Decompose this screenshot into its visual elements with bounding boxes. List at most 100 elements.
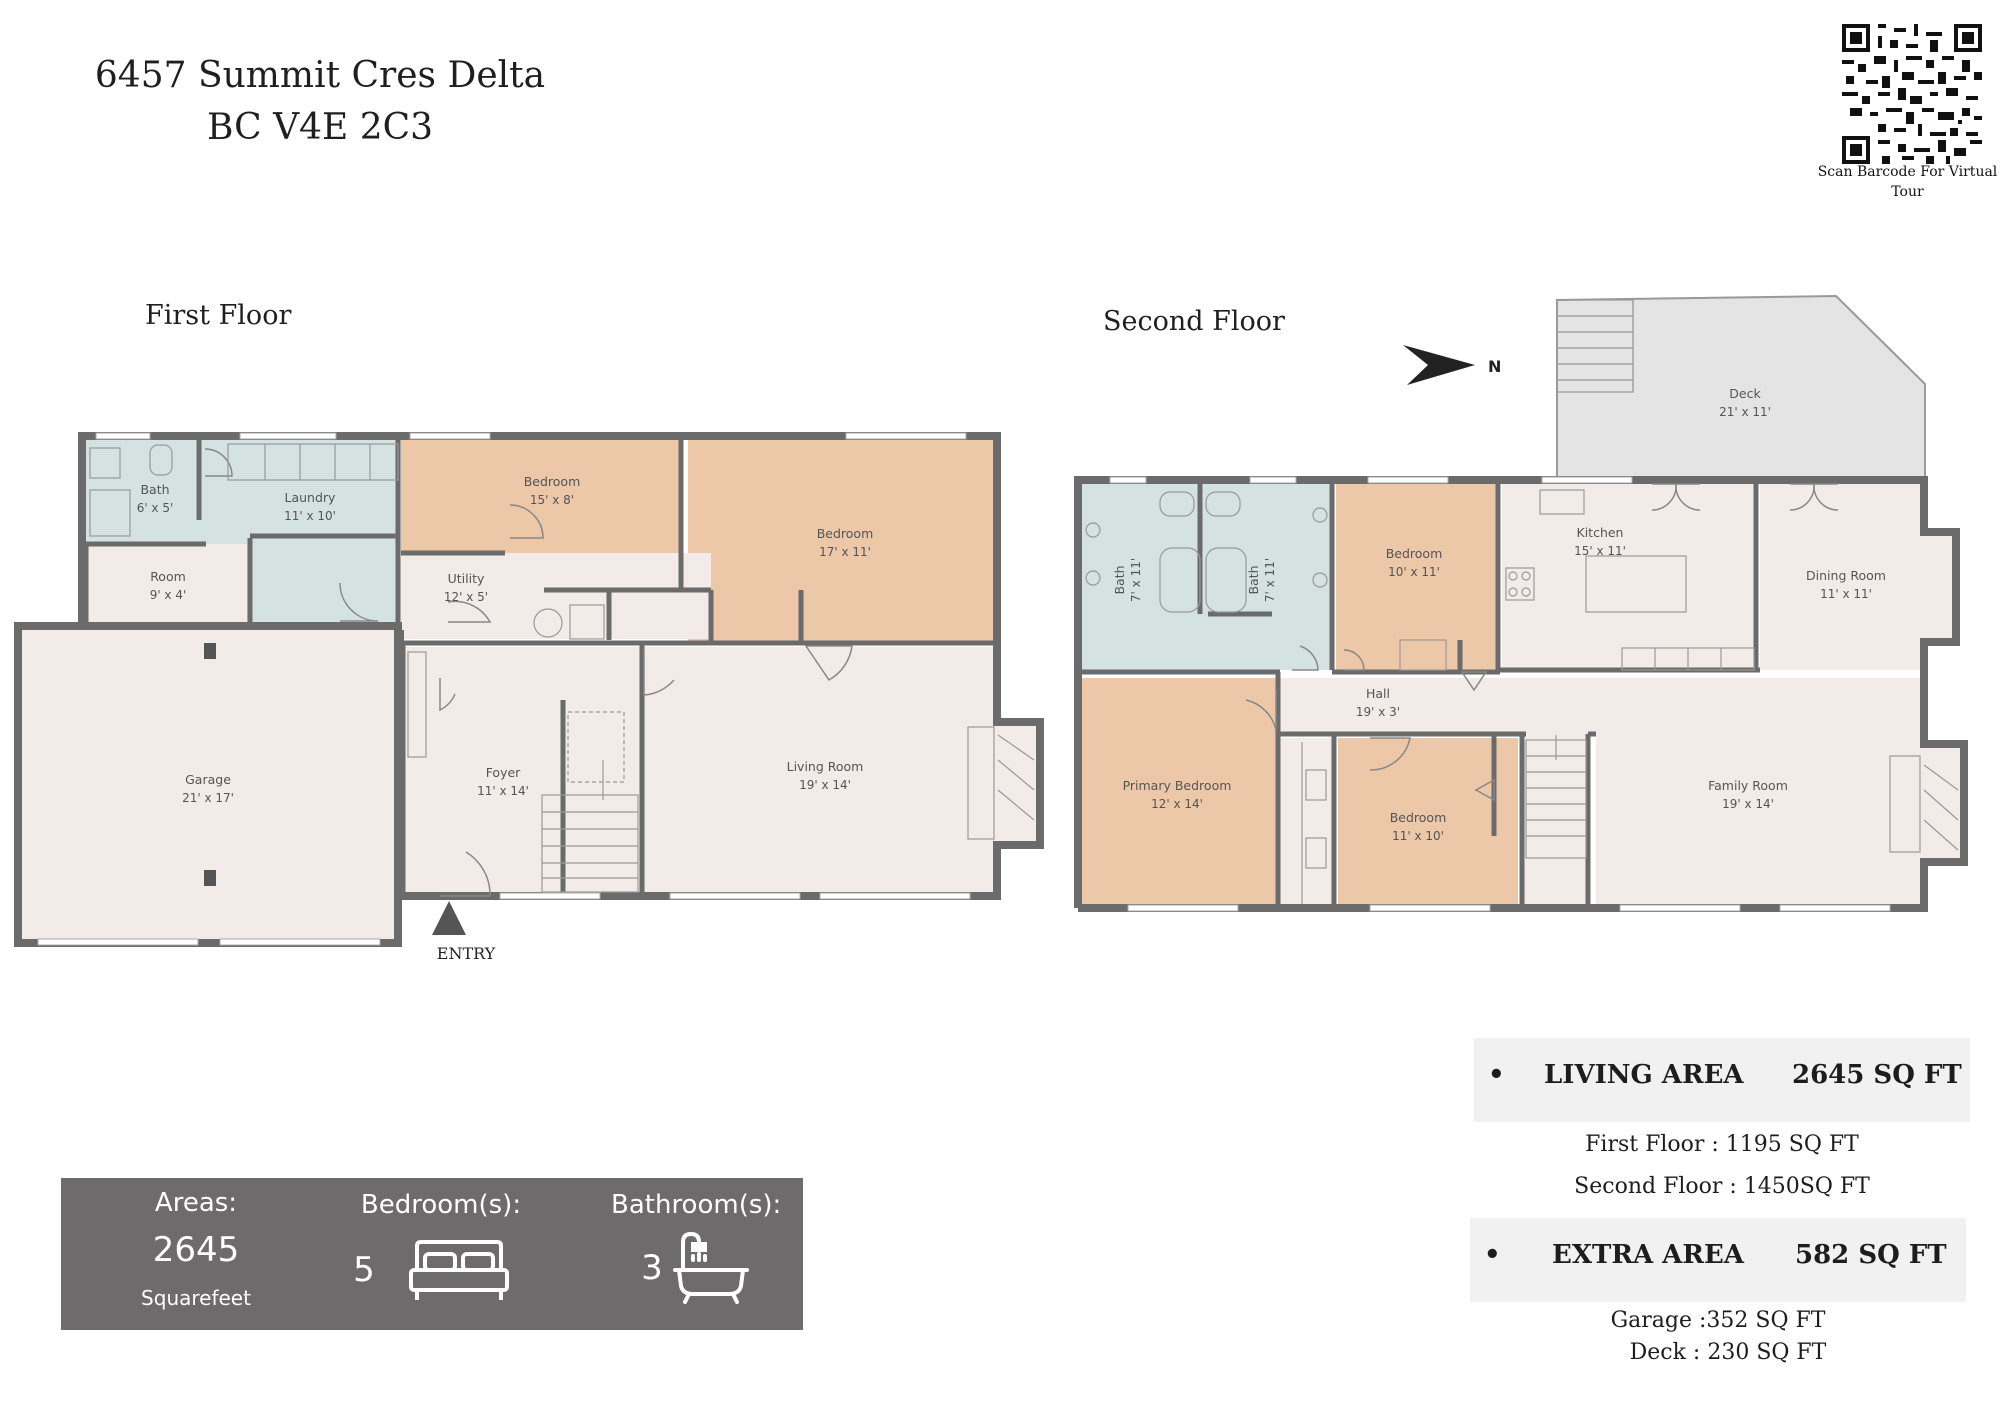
entry-label: ENTRY xyxy=(436,944,496,963)
deck-area xyxy=(1556,294,1926,483)
garage-post-2 xyxy=(204,870,216,886)
qr-caption-line-2: Tour xyxy=(1891,184,1924,200)
bedroom-large-dim: 17' x 11' xyxy=(819,545,871,559)
room-dim: 9' x 4' xyxy=(150,588,187,602)
bedroom-top xyxy=(1336,484,1498,670)
hall-label: Hall xyxy=(1366,686,1390,701)
living-area-label: LIVING AREA xyxy=(1544,1060,1744,1090)
qr-caption: Scan Barcode For Virtual Tour xyxy=(1815,162,2000,202)
living-dim: 19' x 14' xyxy=(799,778,851,792)
door-laundry xyxy=(204,448,233,477)
foyer xyxy=(402,647,642,892)
first-floor-area: First Floor : 1195 SQ FT xyxy=(1585,1132,1859,1157)
second-floor-area: Second Floor : 1450SQ FT xyxy=(1574,1174,1870,1199)
stats-panel: Areas: 2645 Squarefeet Bedroom(s): 5 Bat… xyxy=(61,1178,803,1330)
primary-bedroom xyxy=(1082,678,1276,904)
garage-area: Garage :352 SQ FT xyxy=(1610,1308,1826,1333)
deck-label: Deck xyxy=(1729,386,1761,401)
bedroom-small-dim: 15' x 8' xyxy=(530,493,574,507)
room-label: Room xyxy=(150,569,186,584)
living-label: Living Room xyxy=(787,759,864,774)
garage-dim: 21' x 17' xyxy=(182,791,234,805)
family-room-dim: 19' x 14' xyxy=(1722,797,1774,811)
bedroom-small-label: Bedroom xyxy=(524,474,581,489)
bedroom-bottom-label: Bedroom xyxy=(1390,810,1447,825)
hall-dim: 19' x 3' xyxy=(1356,705,1400,719)
qr-code[interactable] xyxy=(1842,24,1982,164)
bed-icon xyxy=(409,1240,509,1300)
utility-room xyxy=(399,553,711,639)
stair-area xyxy=(1524,734,1586,904)
bedroom-large xyxy=(688,440,993,643)
extra-area-bullet: • xyxy=(1484,1240,1501,1270)
bedroom-large-label: Bedroom xyxy=(817,526,874,541)
areas-label: Areas: xyxy=(154,1188,238,1218)
bedrooms-value: 5 xyxy=(353,1250,375,1290)
bedroom-bottom-dim: 11' x 10' xyxy=(1392,829,1444,843)
kitchen-label: Kitchen xyxy=(1577,525,1624,540)
bedroom-top-dim: 10' x 11' xyxy=(1388,565,1440,579)
second-floor-title: Second Floor xyxy=(1103,306,1285,337)
qr-caption-line-1: Scan Barcode For Virtual xyxy=(1817,164,1998,180)
areas-value: 2645 xyxy=(152,1230,240,1270)
compass-arrow-icon xyxy=(1403,345,1475,385)
entry-arrow-icon xyxy=(432,901,466,935)
bedroom-top-label: Bedroom xyxy=(1386,546,1443,561)
kitchen-dim: 15' x 11' xyxy=(1574,544,1626,558)
foyer-dim: 11' x 14' xyxy=(477,784,529,798)
living-area-box: • LIVING AREA 2645 SQ FT xyxy=(1474,1038,1970,1122)
foyer-label: Foyer xyxy=(486,765,521,780)
dining-dim: 11' x 11' xyxy=(1820,587,1872,601)
living-area-value: 2645 SQ FT xyxy=(1792,1060,1962,1090)
dining-label: Dining Room xyxy=(1806,568,1886,583)
garage xyxy=(20,628,396,939)
dining-room xyxy=(1760,484,1920,670)
bathrooms-value: 3 xyxy=(641,1248,663,1288)
bath-1-dim: 7' x 11' xyxy=(1129,558,1143,602)
fireplace-bump xyxy=(993,720,1040,846)
bath-rooms xyxy=(1082,484,1332,670)
bathrooms-label: Bathroom(s): xyxy=(611,1190,782,1220)
address-line-2: BC V4E 2C3 xyxy=(206,107,434,148)
family-room xyxy=(1596,678,1920,904)
living-room xyxy=(642,647,993,892)
primary-bedroom-label: Primary Bedroom xyxy=(1123,778,1232,793)
utility-dim: 12' x 5' xyxy=(444,590,488,604)
bedrooms-label: Bedroom(s): xyxy=(360,1190,522,1220)
bath-dim: 6' x 5' xyxy=(137,501,174,515)
extra-area-box: • EXTRA AREA 582 SQ FT xyxy=(1470,1218,1966,1302)
storage-room xyxy=(86,544,247,622)
garage-label: Garage xyxy=(185,772,231,787)
compass-north-label: N xyxy=(1488,357,1501,376)
bath-label: Bath xyxy=(140,482,169,497)
deck-dim: 21' x 11' xyxy=(1719,405,1771,419)
laundry-label: Laundry xyxy=(285,490,337,505)
bathtub-icon xyxy=(673,1231,749,1304)
deck-area-line: Deck : 230 SQ FT xyxy=(1629,1340,1827,1365)
laundry-dim: 11' x 10' xyxy=(284,509,336,523)
garage-post-1 xyxy=(204,643,216,659)
primary-bedroom-dim: 12' x 14' xyxy=(1151,797,1203,811)
hall xyxy=(1276,678,1596,734)
family-room-label: Family Room xyxy=(1708,778,1788,793)
areas-unit: Squarefeet xyxy=(141,1286,251,1310)
address: 6457 Summit Cres Delta BC V4E 2C3 xyxy=(70,50,570,154)
door-bedroom xyxy=(509,504,544,539)
bath-room xyxy=(86,440,199,544)
bath-2-dim: 7' x 11' xyxy=(1263,558,1277,602)
extra-area-value: 582 SQ FT xyxy=(1795,1240,1947,1270)
bath-2-label: Bath xyxy=(1246,565,1261,594)
bath-1-label: Bath xyxy=(1112,565,1127,594)
garage-wall xyxy=(14,622,402,947)
bedroom-bottom xyxy=(1338,738,1518,904)
second-floor-outer-wall xyxy=(1074,476,1968,912)
living-area-bullet: • xyxy=(1488,1060,1505,1090)
extra-area-label: EXTRA AREA xyxy=(1552,1240,1744,1270)
first-floor-title: First Floor xyxy=(145,300,292,331)
closet xyxy=(1276,738,1334,904)
utility-label: Utility xyxy=(448,571,485,586)
address-line-1: 6457 Summit Cres Delta xyxy=(94,55,546,96)
